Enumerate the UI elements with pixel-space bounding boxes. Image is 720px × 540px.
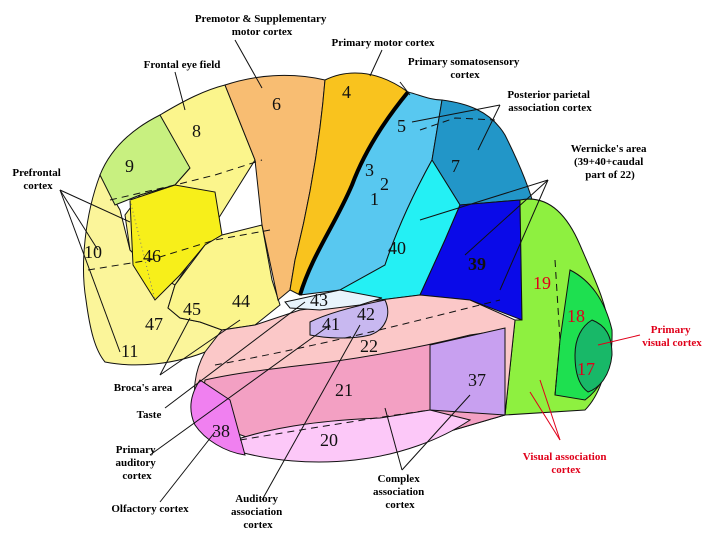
- area-number-6: 6: [272, 94, 281, 114]
- area-number-7: 7: [451, 156, 460, 176]
- area-number-22: 22: [360, 336, 378, 356]
- area-number-42: 42: [357, 304, 375, 324]
- area-number-45: 45: [183, 299, 201, 319]
- label-wernicke: Wernicke's area (39+40+caudal part of 22…: [571, 143, 650, 181]
- label-complex-association: Complex association cortex: [373, 473, 427, 511]
- area-number-8: 8: [192, 121, 201, 141]
- area-number-5: 5: [397, 116, 406, 136]
- pointer-primary-motor: [370, 50, 382, 76]
- area-number-2: 2: [380, 174, 389, 194]
- label-broca: Broca's area: [114, 382, 173, 394]
- label-auditory-association: Auditory association cortex: [231, 493, 285, 531]
- label-primary-somatosensory: Primary somatosensory cortex: [408, 56, 522, 81]
- area-number-44: 44: [232, 291, 250, 311]
- area-number-40: 40: [388, 238, 406, 258]
- area-number-11: 11: [121, 341, 138, 361]
- area-number-41: 41: [322, 314, 340, 334]
- area-number-43: 43: [310, 290, 328, 310]
- area-number-46: 46: [143, 246, 161, 266]
- label-posterior-parietal: Posterior parietal association cortex: [507, 89, 592, 114]
- pointer-olfactory: [160, 432, 215, 502]
- area-number-18: 18: [567, 306, 585, 326]
- area-number-4: 4: [342, 82, 351, 102]
- area-number-37: 37: [468, 370, 486, 390]
- label-frontal-eye-field: Frontal eye field: [144, 59, 221, 71]
- area-number-17: 17: [577, 359, 595, 379]
- area-number-47: 47: [145, 314, 163, 334]
- area-number-3: 3: [365, 160, 374, 180]
- label-olfactory: Olfactory cortex: [111, 503, 189, 515]
- area-number-21: 21: [335, 380, 353, 400]
- area-number-39: 39: [468, 254, 486, 274]
- label-taste: Taste: [137, 409, 162, 421]
- label-primary-visual: Primary visual cortex: [642, 324, 702, 349]
- area-number-19: 19: [533, 273, 551, 293]
- area-number-9: 9: [125, 156, 134, 176]
- label-visual-association: Visual association cortex: [523, 451, 609, 476]
- area-number-38: 38: [212, 421, 230, 441]
- area-number-1: 1: [370, 189, 379, 209]
- area-number-10: 10: [84, 242, 102, 262]
- region-area-17: [575, 320, 612, 392]
- area-number-20: 20: [320, 430, 338, 450]
- label-primary-motor: Primary motor cortex: [331, 37, 435, 49]
- label-prefrontal: Prefrontal cortex: [12, 167, 63, 192]
- label-primary-auditory: Primary auditory cortex: [115, 444, 158, 482]
- label-premotor: Premotor & Supplementary motor cortex: [195, 13, 329, 38]
